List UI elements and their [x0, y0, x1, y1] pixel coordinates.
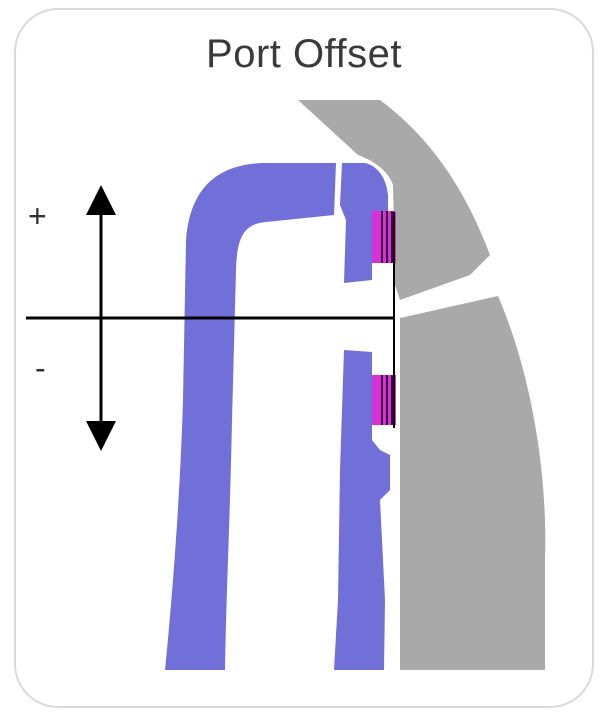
cylinder-wall-lower	[400, 296, 546, 670]
positive-direction-label: +	[28, 198, 47, 234]
port-flange-upper	[340, 163, 388, 283]
shim-upper	[372, 211, 396, 263]
diagram-title: Port Offset	[206, 32, 402, 76]
port-wall-outer	[165, 163, 336, 670]
negative-direction-label: -	[35, 350, 46, 386]
port-flange-lower	[334, 350, 390, 670]
cylinder-wall-upper	[298, 100, 490, 300]
shim-lower	[372, 375, 396, 425]
